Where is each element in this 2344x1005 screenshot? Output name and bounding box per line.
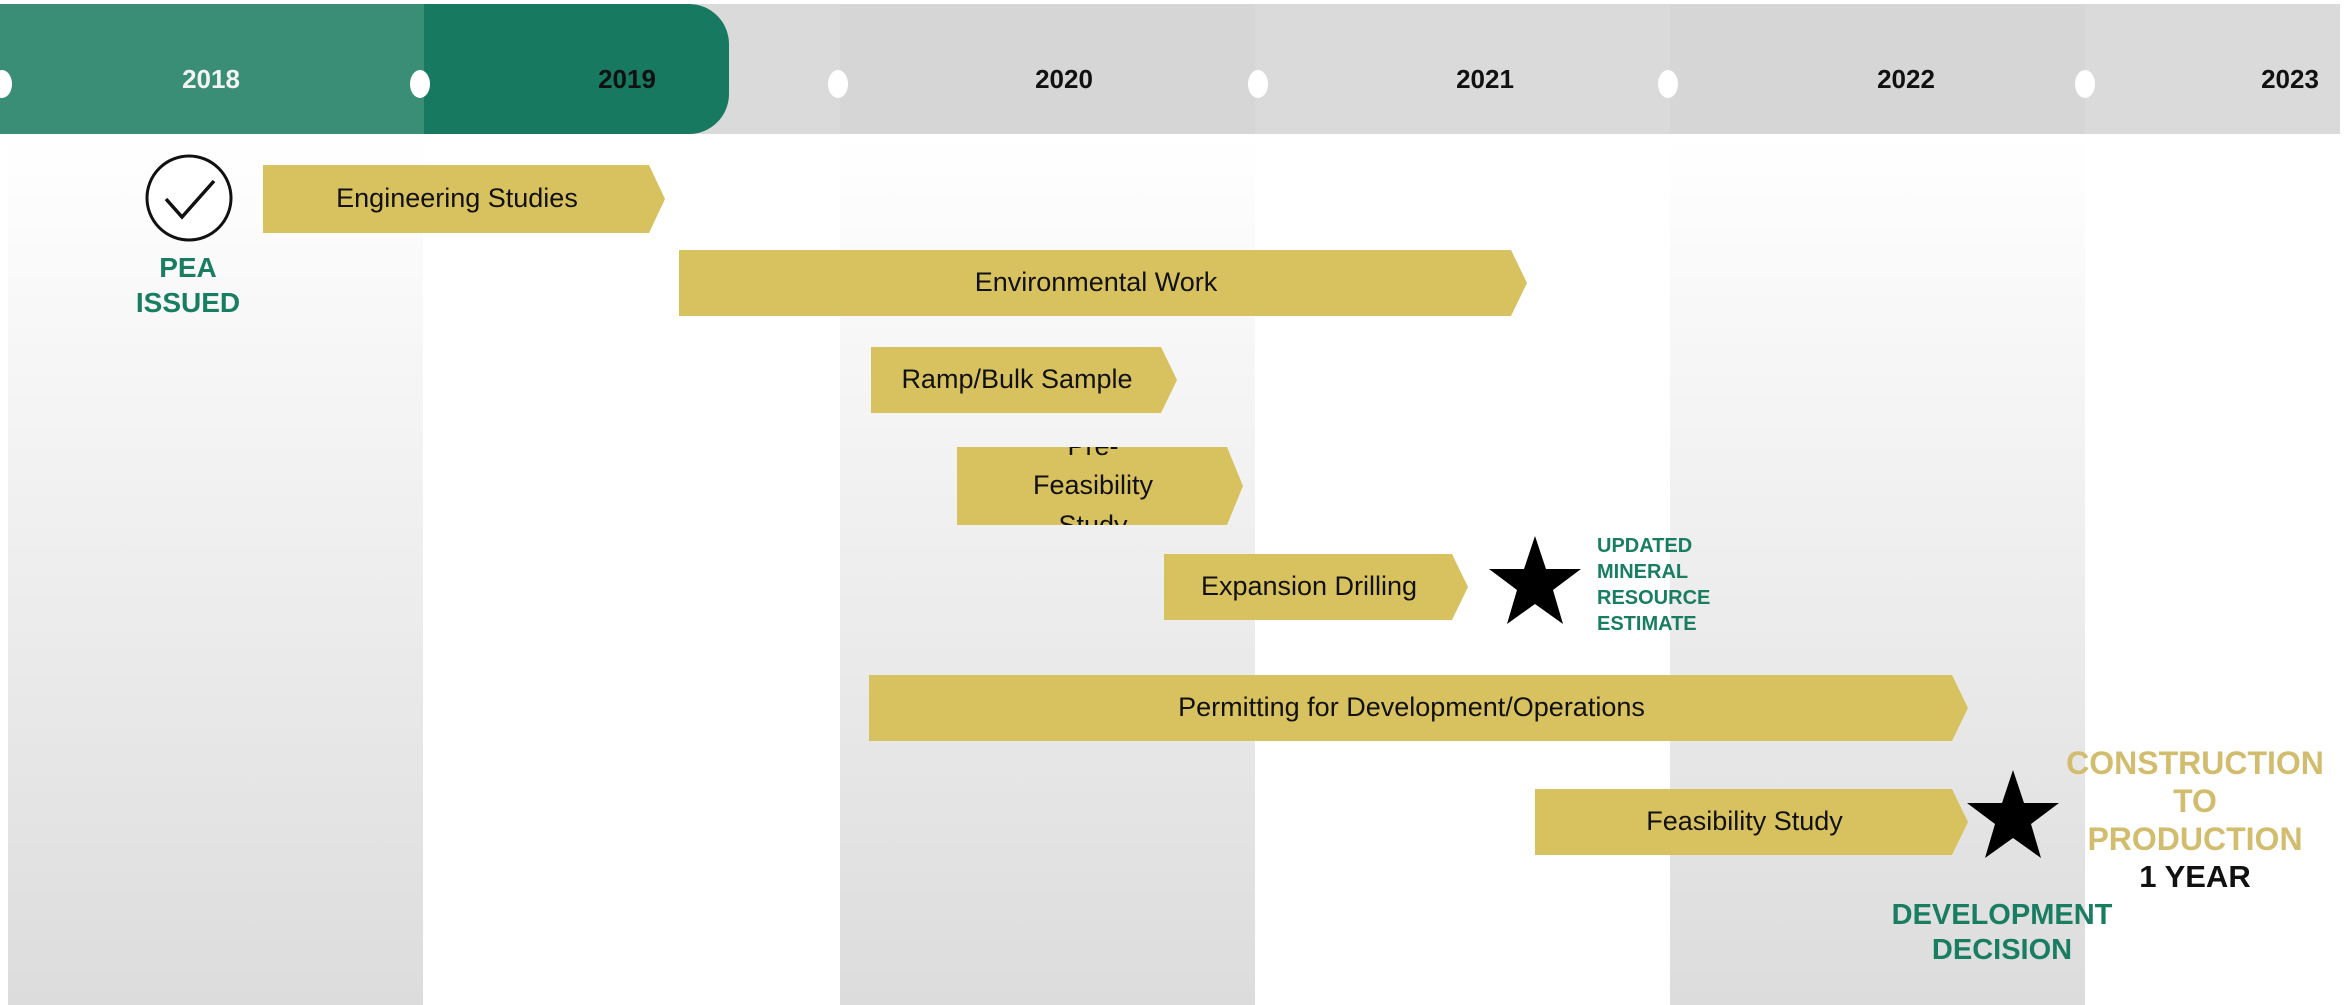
decision-line-2: DECISION <box>1931 934 2073 966</box>
construction-line-2: TO <box>2173 783 2217 819</box>
star-icon <box>1487 534 1583 626</box>
task-bar-expansion-drilling: Expansion Drilling <box>1164 554 1468 620</box>
timeline-node <box>2075 70 2095 98</box>
year-label-2020: 2020 <box>1035 64 1093 94</box>
construction-duration: 1 YEAR <box>2139 859 2251 894</box>
column-2018 <box>8 135 423 1005</box>
task-bar-environmental-work: Environmental Work <box>679 250 1527 316</box>
task-bar-permitting: Permitting for Development/Operations <box>869 675 1968 741</box>
timeline-node <box>828 70 848 98</box>
progress-2019 <box>424 4 729 134</box>
star-icon <box>1965 768 2061 860</box>
timeline-node <box>0 70 12 98</box>
pea-line-1: PEA <box>159 252 217 283</box>
year-label-2021: 2021 <box>1456 64 1514 94</box>
check-circle-icon <box>144 153 234 243</box>
progress-2018 <box>0 4 424 134</box>
column-2022 <box>1670 135 2085 1005</box>
construction-line-3: PRODUCTION <box>2087 821 2303 857</box>
task-bar-ramp-bulk-sample: Ramp/Bulk Sample <box>871 347 1177 413</box>
development-decision-label: DEVELOPMENT DECISION <box>1862 898 2142 968</box>
year-label-2022: 2022 <box>1877 64 1935 94</box>
construction-label: CONSTRUCTION TO PRODUCTION 1 YEAR <box>2050 744 2340 896</box>
timeline-node <box>1248 70 1268 98</box>
pea-issued-label: PEA ISSUED <box>108 250 268 320</box>
resource-line-3: RESOURCE <box>1597 587 1711 609</box>
task-bar-engineering-studies: Engineering Studies <box>263 165 665 233</box>
resource-line-4: ESTIMATE <box>1597 613 1697 635</box>
resource-line-1: UPDATED <box>1597 535 1693 557</box>
construction-line-1: CONSTRUCTION <box>2066 745 2324 781</box>
header-band-2020 <box>840 4 1255 134</box>
resource-estimate-label: UPDATED MINERAL RESOURCE ESTIMATE <box>1597 533 1710 637</box>
resource-line-2: MINERAL <box>1597 561 1689 583</box>
year-label-2023: 2023 <box>2261 64 2319 94</box>
pea-line-2: ISSUED <box>135 287 241 318</box>
timeline-node <box>410 70 430 98</box>
timeline-node <box>1658 70 1678 98</box>
year-label-2018: 2018 <box>182 64 240 94</box>
year-label-2019: 2019 <box>598 64 656 94</box>
decision-line-1: DEVELOPMENT <box>1891 899 2113 931</box>
task-bar-pre-feasibility-study: Pre-Feasibility Study <box>957 447 1243 525</box>
task-bar-feasibility-study: Feasibility Study <box>1535 789 1968 855</box>
header-band-2022 <box>1670 4 2085 134</box>
